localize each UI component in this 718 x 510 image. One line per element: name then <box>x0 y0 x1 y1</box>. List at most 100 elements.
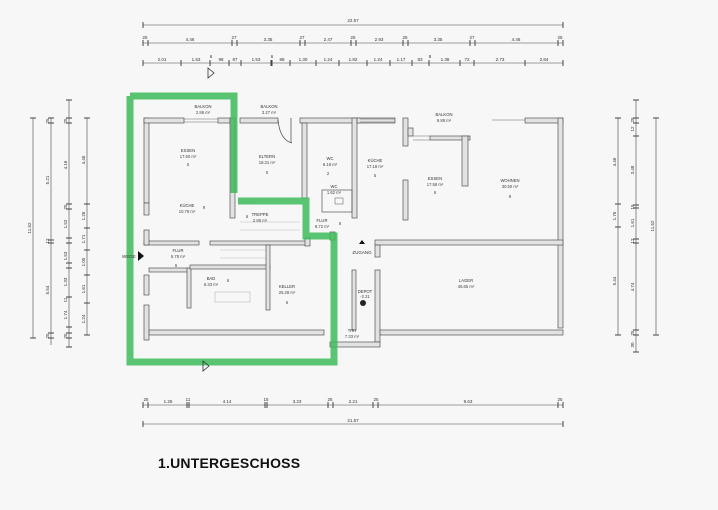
svg-text:TREPPE: TREPPE <box>252 212 269 217</box>
svg-text:1.26: 1.26 <box>81 211 86 220</box>
svg-text:17.18 m²: 17.18 m² <box>367 164 384 169</box>
svg-text:3.27 m²: 3.27 m² <box>262 110 277 115</box>
svg-text:2.84: 2.84 <box>540 57 549 62</box>
windows <box>184 118 525 141</box>
door-swing-icon <box>277 119 293 144</box>
stair-access-marker: ZUGANG <box>352 240 372 255</box>
svg-text:BALKON: BALKON <box>436 112 453 117</box>
top-dimensions <box>142 22 564 66</box>
svg-text:1.24: 1.24 <box>374 57 383 62</box>
svg-text:15: 15 <box>263 397 269 402</box>
bathtub <box>214 291 251 303</box>
svg-text:FLUR: FLUR <box>317 218 328 223</box>
svg-text:1.26: 1.26 <box>164 399 173 404</box>
left-total-dimension: 11.52 <box>27 222 32 233</box>
svg-text:TRH: TRH <box>348 328 357 333</box>
svg-text:1.24: 1.24 <box>81 314 86 323</box>
svg-text:9: 9 <box>509 194 512 199</box>
svg-text:10.79 m²: 10.79 m² <box>179 209 196 214</box>
svg-text:7.33 m²: 7.33 m² <box>345 334 360 339</box>
right-dimensions <box>615 99 659 353</box>
right-total-dimension: 11.52 <box>650 220 655 231</box>
svg-text:5.44: 5.44 <box>612 276 617 285</box>
svg-text:25: 25 <box>557 397 563 402</box>
svg-text:8.72 m²: 8.72 m² <box>315 224 330 229</box>
svg-text:25: 25 <box>630 117 635 123</box>
svg-text:2.21: 2.21 <box>349 399 358 404</box>
svg-text:DEPOT: DEPOT <box>358 289 373 294</box>
svg-text:25: 25 <box>373 397 379 402</box>
svg-text:KELLER: KELLER <box>279 284 295 289</box>
svg-text:17.58 m²: 17.58 m² <box>427 182 444 187</box>
svg-text:88: 88 <box>279 57 285 62</box>
entrance-arrow-icon <box>138 251 144 261</box>
svg-text:1.17: 1.17 <box>397 57 406 62</box>
svg-text:5: 5 <box>266 170 269 175</box>
bottom-dimensions <box>142 402 564 427</box>
svg-text:LAGER: LAGER <box>459 278 473 283</box>
svg-text:2: 2 <box>327 171 330 176</box>
svg-text:ESSEN: ESSEN <box>428 176 442 181</box>
svg-text:25: 25 <box>402 35 408 40</box>
svg-text:3.48: 3.48 <box>630 165 635 174</box>
svg-text:4.16: 4.16 <box>63 160 68 169</box>
svg-text:30.50 m²: 30.50 m² <box>502 184 519 189</box>
svg-text:1.24: 1.24 <box>324 57 333 62</box>
svg-text:6: 6 <box>246 214 249 219</box>
svg-text:BAD: BAD <box>207 276 216 281</box>
svg-text:25: 25 <box>63 118 68 124</box>
svg-text:1.76: 1.76 <box>612 211 617 220</box>
svg-text:98: 98 <box>218 57 224 62</box>
svg-text:12: 12 <box>45 238 50 244</box>
svg-text:5: 5 <box>374 173 377 178</box>
svg-text:1.61: 1.61 <box>81 284 86 293</box>
svg-text:25: 25 <box>350 35 356 40</box>
svg-text:6: 6 <box>286 300 289 305</box>
room-wc-1: WC6.18 m²2 <box>323 156 338 176</box>
svg-text:BALKON: BALKON <box>195 104 212 109</box>
svg-text:5: 5 <box>187 162 190 167</box>
svg-text:3.35: 3.35 <box>434 37 443 42</box>
svg-text:6: 6 <box>434 190 437 195</box>
svg-text:4.14: 4.14 <box>223 399 232 404</box>
svg-text:4.46: 4.46 <box>612 157 617 166</box>
svg-text:1.53: 1.53 <box>252 57 261 62</box>
room-wc-2: WC1.62 m² <box>327 184 342 195</box>
column-marker-icon <box>360 300 366 306</box>
svg-text:6: 6 <box>175 263 178 268</box>
svg-text:4.46: 4.46 <box>512 37 521 42</box>
svg-text:6: 6 <box>227 278 230 283</box>
svg-text:1.38: 1.38 <box>441 57 450 62</box>
svg-text:5.78 m²: 5.78 m² <box>171 254 186 259</box>
entrance-marker: WEGE <box>122 251 144 261</box>
svg-text:6: 6 <box>271 54 274 59</box>
svg-text:15: 15 <box>630 204 635 210</box>
svg-text:KÜCHE: KÜCHE <box>180 203 195 208</box>
svg-text:ESSEN: ESSEN <box>181 148 195 153</box>
svg-text:12: 12 <box>630 238 635 244</box>
svg-text:2.73: 2.73 <box>496 57 505 62</box>
svg-text:25: 25 <box>45 118 50 124</box>
svg-text:1.71: 1.71 <box>81 234 86 243</box>
svg-text:83: 83 <box>417 57 423 62</box>
svg-text:1.61: 1.61 <box>630 218 635 227</box>
svg-text:WC: WC <box>327 156 334 161</box>
svg-text:4.74: 4.74 <box>630 282 635 291</box>
svg-text:4.46: 4.46 <box>186 37 195 42</box>
svg-text:1.62 m²: 1.62 m² <box>327 190 342 195</box>
svg-text:1.05: 1.05 <box>81 257 86 266</box>
svg-text:8: 8 <box>429 54 432 59</box>
